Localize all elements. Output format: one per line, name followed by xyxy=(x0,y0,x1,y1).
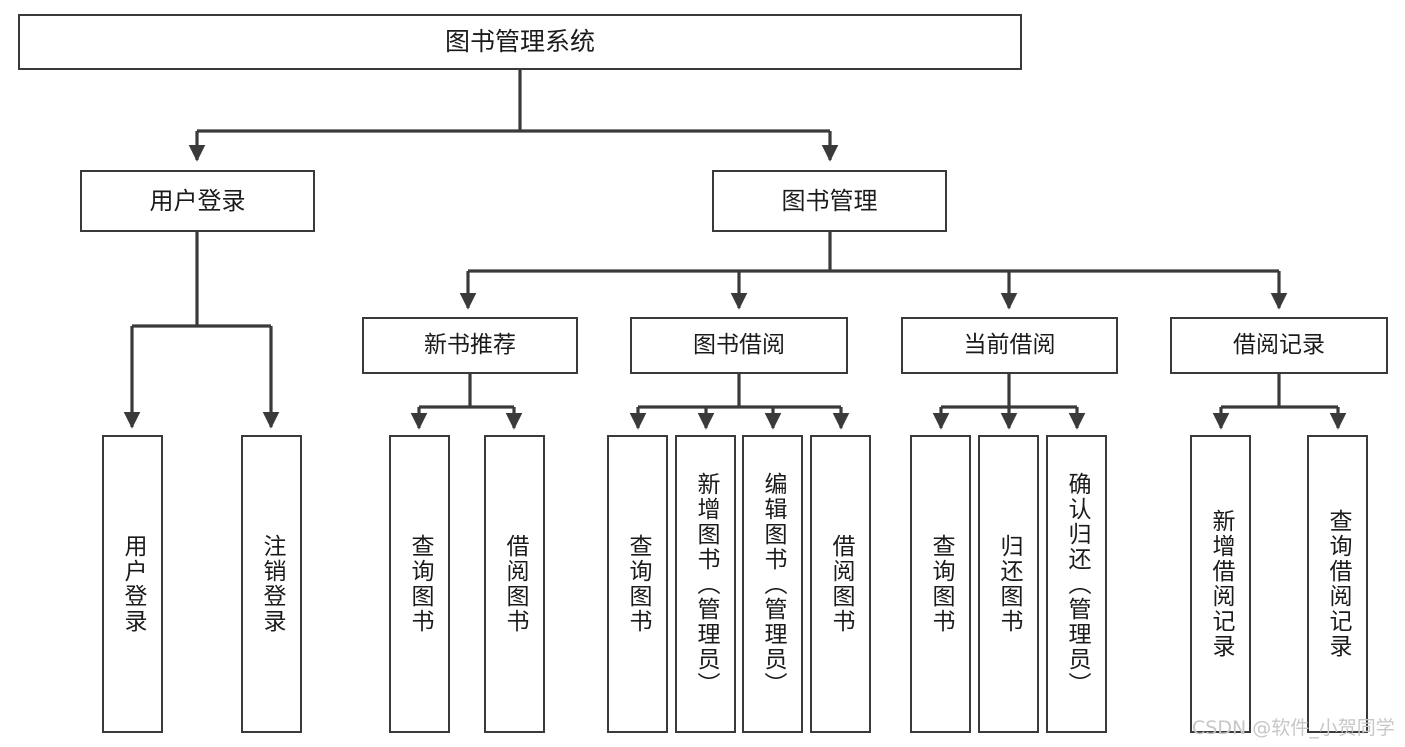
leaf-confirm-return-label: 确认归还（管理员） xyxy=(1064,471,1090,697)
node-book-borrow-label: 图书借阅 xyxy=(693,331,785,358)
leaf-add-book-label: 新增图书（管理员） xyxy=(693,471,719,697)
leaf-query-record-label: 查询借阅记录 xyxy=(1325,509,1351,659)
node-borrow-record-label: 借阅记录 xyxy=(1233,331,1325,358)
leaf-add-book[interactable]: 新增图书（管理员） xyxy=(675,435,736,733)
leaf-confirm-return[interactable]: 确认归还（管理员） xyxy=(1046,435,1107,733)
leaf-query-book-1[interactable]: 查询图书 xyxy=(389,435,450,733)
leaf-edit-book[interactable]: 编辑图书（管理员） xyxy=(742,435,803,733)
leaf-query-book-2-label: 查询图书 xyxy=(625,534,651,634)
node-current-borrow[interactable]: 当前借阅 xyxy=(901,317,1118,374)
leaf-user-login-label: 用户登录 xyxy=(120,534,146,634)
node-new-book-recommend-label: 新书推荐 xyxy=(424,331,516,358)
node-new-book-recommend[interactable]: 新书推荐 xyxy=(362,317,578,374)
leaf-borrow-book-2[interactable]: 借阅图书 xyxy=(810,435,871,733)
leaf-borrow-book-2-label: 借阅图书 xyxy=(828,534,854,634)
leaf-add-record[interactable]: 新增借阅记录 xyxy=(1190,435,1251,733)
leaf-query-record[interactable]: 查询借阅记录 xyxy=(1307,435,1368,733)
node-book-manage-label: 图书管理 xyxy=(781,186,878,215)
node-root[interactable]: 图书管理系统 xyxy=(18,14,1022,70)
node-user-login[interactable]: 用户登录 xyxy=(80,170,315,232)
node-book-borrow[interactable]: 图书借阅 xyxy=(630,317,848,374)
node-root-label: 图书管理系统 xyxy=(444,27,595,57)
leaf-borrow-book-1[interactable]: 借阅图书 xyxy=(484,435,545,733)
node-book-manage[interactable]: 图书管理 xyxy=(712,170,947,232)
leaf-query-book-3-label: 查询图书 xyxy=(928,534,954,634)
watermark: CSDN @软件_小贺同学 xyxy=(1192,717,1395,739)
leaf-user-login[interactable]: 用户登录 xyxy=(102,435,163,733)
leaf-logout-label: 注销登录 xyxy=(259,534,285,634)
leaf-logout[interactable]: 注销登录 xyxy=(241,435,302,733)
leaf-query-book-1-label: 查询图书 xyxy=(407,534,433,634)
leaf-edit-book-label: 编辑图书（管理员） xyxy=(760,471,786,697)
leaf-borrow-book-1-label: 借阅图书 xyxy=(502,534,528,634)
node-current-borrow-label: 当前借阅 xyxy=(963,331,1056,358)
node-borrow-record[interactable]: 借阅记录 xyxy=(1170,317,1388,374)
leaf-return-book-label: 归还图书 xyxy=(996,534,1022,634)
leaf-query-book-3[interactable]: 查询图书 xyxy=(910,435,971,733)
leaf-add-record-label: 新增借阅记录 xyxy=(1208,509,1234,659)
leaf-return-book[interactable]: 归还图书 xyxy=(978,435,1039,733)
leaf-query-book-2[interactable]: 查询图书 xyxy=(607,435,668,733)
node-user-login-label: 用户登录 xyxy=(149,186,246,215)
